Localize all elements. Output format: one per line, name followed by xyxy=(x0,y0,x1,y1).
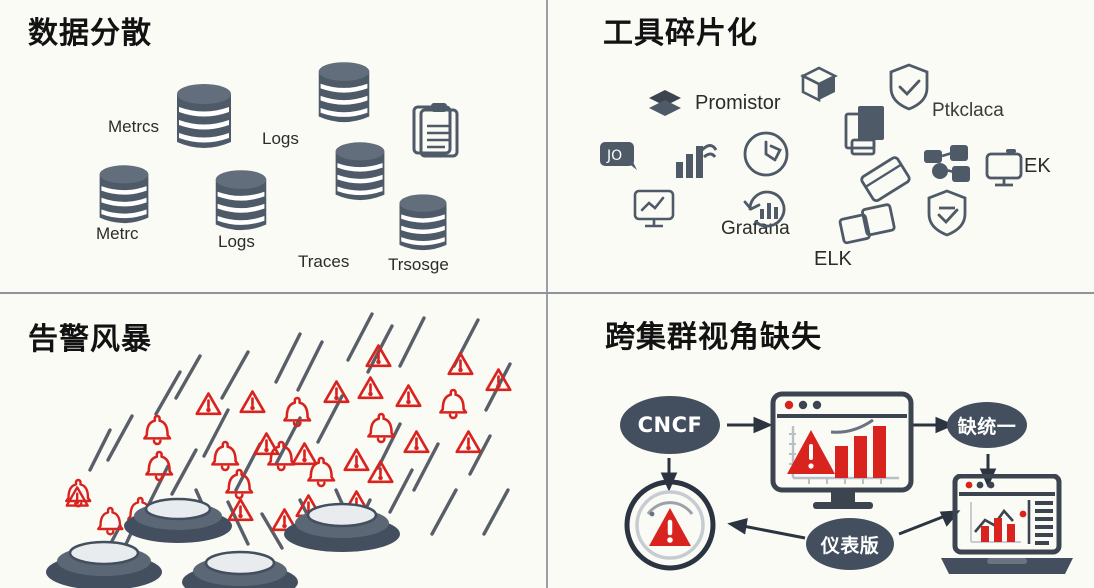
clipboard-icon xyxy=(412,103,459,158)
database-icon xyxy=(399,194,447,251)
gauge-alert-icon xyxy=(624,479,716,571)
horizontal-divider xyxy=(0,292,1094,294)
laptop-dashboard-icon xyxy=(941,474,1073,574)
quadrant-tool-fragmentation: 工具碎片化 Promistor Ptkclaca JO xyxy=(547,0,1094,294)
clock-arrow-icon xyxy=(743,131,789,177)
quadrant-cross-cluster: 跨集群视角缺失 xyxy=(547,294,1094,588)
label-elk: ELK xyxy=(814,248,852,270)
database-icon xyxy=(177,84,231,148)
database-icon xyxy=(318,62,370,123)
alarm-button-icon xyxy=(124,497,232,543)
label-logs-bottom: Logs xyxy=(218,232,255,251)
documents-monitor-icon xyxy=(844,106,884,156)
database-icon xyxy=(99,165,149,224)
database-icon xyxy=(335,142,385,201)
label-metrcs: Metrcs xyxy=(108,117,159,136)
network-nodes-icon xyxy=(924,145,970,182)
quadrant-title-alert-storm: 告警风暴 xyxy=(28,322,152,357)
label-promistor: Promistor xyxy=(695,92,781,114)
label-metrc: Metrc xyxy=(96,224,139,243)
quadrant-title-tool-fragmentation: 工具碎片化 xyxy=(603,16,758,51)
package-icon xyxy=(800,66,838,103)
label-trsosge: Trsosge xyxy=(388,255,449,274)
label-ptkclaca: Ptkclaca xyxy=(932,100,1004,121)
speaker-icon: JO xyxy=(600,142,637,170)
database-icon xyxy=(215,170,267,231)
quadrant-title-data-scattered: 数据分散 xyxy=(28,16,152,51)
label-logs-top: Logs xyxy=(262,129,299,148)
monitor-icon xyxy=(985,149,1023,187)
shield-minus-icon xyxy=(927,189,967,237)
alert-storm-illustration xyxy=(46,312,512,588)
node-dashboard[interactable]: 仪表版 xyxy=(806,518,894,570)
quadrant-title-cross-cluster: 跨集群视角缺失 xyxy=(605,320,822,355)
node-no-unified[interactable]: 缺统一 xyxy=(947,402,1027,448)
alarm-button-icon xyxy=(284,502,400,552)
label-ek: EK xyxy=(1024,155,1051,177)
quadrant-alert-storm: 告警风暴 xyxy=(0,294,547,588)
shield-check-icon xyxy=(889,63,929,111)
quadrant-data-scattered: 数据分散 Metrcs Logs Metrc xyxy=(0,0,547,294)
chart-monitor-icon xyxy=(633,189,675,228)
stacked-cards-icon xyxy=(838,203,896,245)
svg-text:JO: JO xyxy=(606,148,622,164)
node-cncf[interactable]: CNCF xyxy=(620,396,720,454)
label-grafana: Grafana xyxy=(721,218,790,239)
refresh-chart-icon xyxy=(743,190,786,228)
monitor-dashboard-icon xyxy=(770,391,914,509)
vertical-divider xyxy=(546,0,548,588)
alarm-button-icon xyxy=(46,540,162,588)
layers-icon xyxy=(649,90,681,116)
alarm-button-icon xyxy=(182,550,298,588)
signal-bars-icon xyxy=(676,144,718,178)
card-icon xyxy=(860,156,911,203)
label-traces: Traces xyxy=(298,252,350,271)
